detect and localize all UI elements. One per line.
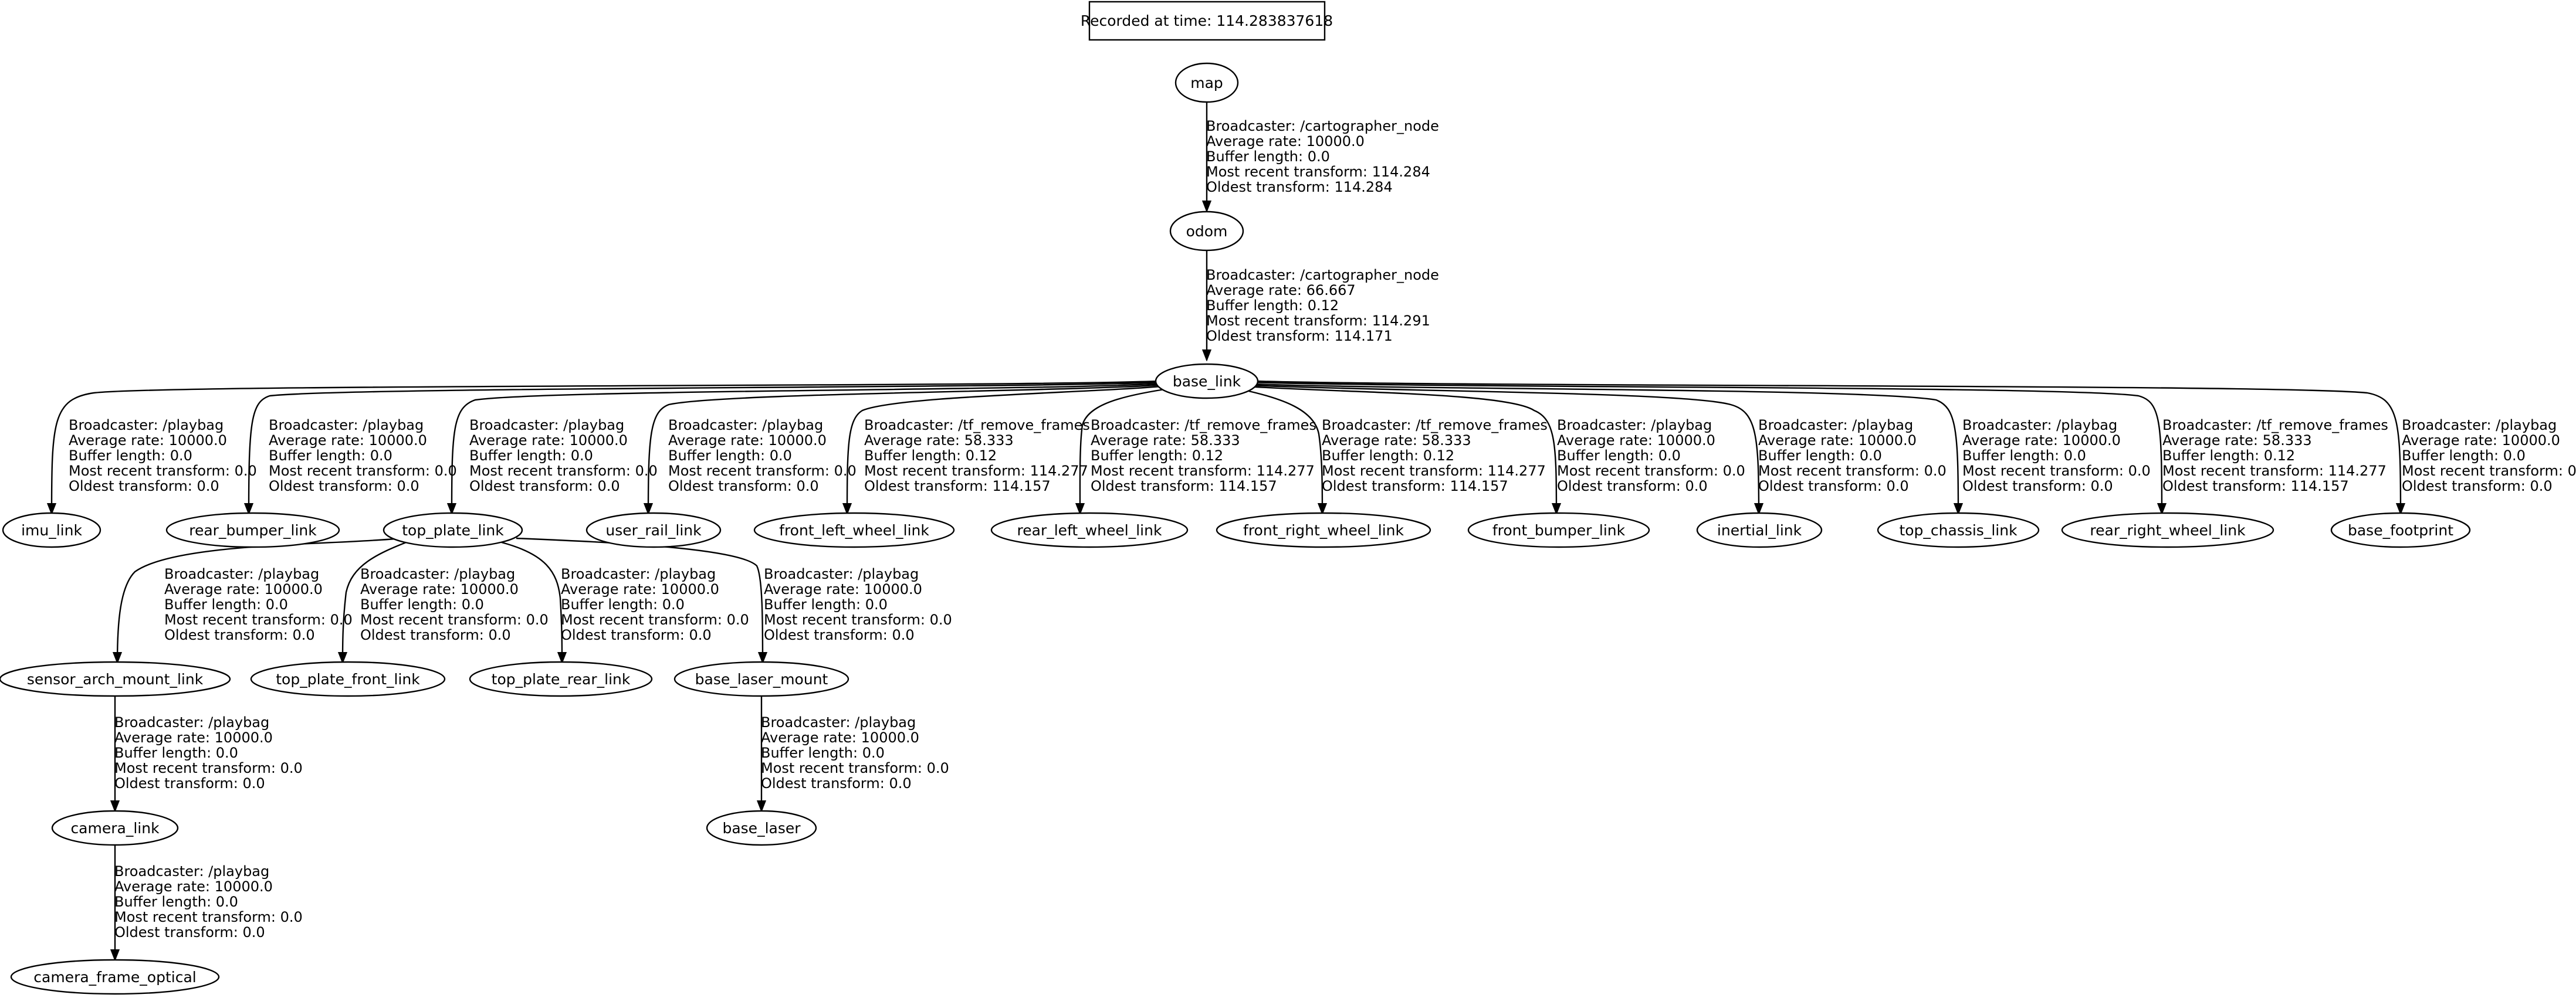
node-label: inertial_link — [1717, 522, 1802, 539]
node-label: map — [1190, 74, 1223, 91]
edge-labels: Broadcaster: /cartographer_node Average … — [69, 118, 2576, 941]
edge-label: Broadcaster: /tf_remove_frames Average r… — [1322, 417, 1552, 494]
node-label: front_left_wheel_link — [779, 522, 929, 539]
node-base-link: base_link — [1155, 363, 1259, 399]
edge-base-link-front-right-wheel-link — [1240, 388, 1322, 514]
edge-label: Broadcaster: /playbag Average rate: 1000… — [469, 417, 662, 494]
edge-base-link-base-footprint — [1255, 380, 2401, 514]
edge-base-link-imu-link — [52, 380, 1159, 514]
node-label: camera_frame_optical — [33, 969, 196, 986]
node-label: sensor_arch_mount_link — [27, 671, 204, 688]
node-label: front_bumper_link — [1492, 522, 1626, 539]
node-sensor-arch-mount-link: sensor_arch_mount_link — [0, 661, 231, 697]
edge-top-plate-rear — [501, 541, 562, 663]
node-label: imu_link — [21, 522, 82, 539]
edge-base-link-rear-left-wheel-link — [1080, 387, 1173, 514]
recorded-time-label: Recorded at time: 114.283837618 — [1081, 12, 1333, 29]
node-front-bumper-link: front_bumper_link — [1467, 512, 1650, 548]
node-map: map — [1174, 62, 1239, 103]
node-rear-left-wheel-link: rear_left_wheel_link — [990, 512, 1189, 548]
node-label: odom — [1186, 223, 1228, 240]
node-inertial-link: inertial_link — [1696, 512, 1823, 548]
recorded-time-box: Recorded at time: 114.283837618 — [1081, 1, 1333, 41]
edge-label: Broadcaster: /playbag Average rate: 1000… — [360, 566, 553, 643]
node-label: user_rail_link — [605, 522, 702, 539]
node-top-plate-rear-link: top_plate_rear_link — [469, 661, 653, 697]
edge-base-link-rear-right-wheel-link — [1253, 381, 2162, 514]
edge-top-plate-front — [343, 539, 411, 663]
node-user-rail-link: user_rail_link — [585, 512, 722, 548]
node-top-chassis-link: top_chassis_link — [1877, 512, 2040, 548]
edge-base-link-top-chassis-link — [1251, 383, 1958, 514]
node-label: base_link — [1173, 373, 1241, 390]
edge-label: Broadcaster: /tf_remove_frames Average r… — [2162, 417, 2393, 494]
node-label: base_laser_mount — [695, 671, 828, 688]
edge-label: Broadcaster: /playbag Average rate: 1000… — [269, 417, 461, 494]
node-rear-right-wheel-link: rear_right_wheel_link — [2061, 512, 2274, 548]
node-front-right-wheel-link: front_right_wheel_link — [1216, 512, 1431, 548]
node-top-plate-front-link: top_plate_front_link — [250, 661, 446, 697]
edge-label: Broadcaster: /playbag Average rate: 1000… — [164, 566, 357, 643]
node-label: rear_left_wheel_link — [1017, 522, 1162, 539]
edges — [52, 102, 2401, 960]
edge-base-link-top-plate-link — [452, 382, 1163, 514]
node-label: base_laser — [722, 820, 801, 837]
edge-base-link-front-bumper-link — [1246, 385, 1556, 514]
edge-label: Broadcaster: /playbag Average rate: 1000… — [2402, 417, 2576, 494]
edge-base-link-rear-bumper-link — [249, 381, 1161, 514]
edge-label: Broadcaster: /cartographer_node Average … — [1206, 118, 1444, 195]
edge-base-link-user-rail-link — [648, 383, 1166, 514]
node-label: base_footprint — [2348, 522, 2453, 539]
node-label: front_right_wheel_link — [1243, 522, 1404, 539]
node-label: top_chassis_link — [1899, 522, 2018, 539]
edge-label: Broadcaster: /playbag Average rate: 1000… — [668, 417, 861, 494]
edge-base-link-front-left-wheel-link — [847, 385, 1168, 514]
edge-label: Broadcaster: /playbag Average rate: 1000… — [1557, 417, 1749, 494]
edge-label: Broadcaster: /playbag Average rate: 1000… — [1962, 417, 2155, 494]
node-top-plate-link: top_plate_link — [382, 512, 523, 548]
edge-label: Broadcaster: /tf_remove_frames Average r… — [1091, 417, 1321, 494]
node-odom: odom — [1169, 211, 1244, 252]
node-label: rear_right_wheel_link — [2090, 522, 2246, 539]
edge-label: Broadcaster: /playbag Average rate: 1000… — [114, 714, 307, 792]
node-base-laser-mount: base_laser_mount — [673, 661, 849, 697]
edge-label: Broadcaster: /playbag Average rate: 1000… — [69, 417, 261, 494]
node-imu-link: imu_link — [2, 512, 101, 548]
node-front-left-wheel-link: front_left_wheel_link — [753, 512, 955, 548]
node-label: top_plate_front_link — [276, 671, 420, 688]
edge-label: Broadcaster: /playbag Average rate: 1000… — [764, 566, 956, 643]
node-base-footprint: base_footprint — [2330, 512, 2471, 548]
edge-top-plate-sensor-arch — [117, 537, 402, 663]
edge-label: Broadcaster: /tf_remove_frames Average r… — [864, 417, 1095, 494]
node-label: rear_bumper_link — [189, 522, 317, 539]
node-base-laser: base_laser — [706, 810, 817, 846]
node-label: top_plate_link — [402, 522, 504, 539]
nodes: map odom base_link imu_link rear_bumper_… — [0, 62, 2471, 995]
edge-label: Broadcaster: /cartographer_node Average … — [1206, 267, 1444, 344]
node-label: camera_link — [70, 820, 160, 837]
edge-label: Broadcaster: /playbag Average rate: 1000… — [1758, 417, 1951, 494]
edge-label: Broadcaster: /playbag Average rate: 1000… — [561, 566, 753, 643]
node-camera-link: camera_link — [51, 810, 179, 846]
edge-label: Broadcaster: /playbag Average rate: 1000… — [114, 863, 307, 941]
node-label: top_plate_rear_link — [492, 671, 631, 688]
node-rear-bumper-link: rear_bumper_link — [165, 512, 340, 548]
edge-label: Broadcaster: /playbag Average rate: 1000… — [761, 714, 953, 792]
edge-base-link-inertial-link — [1249, 384, 1759, 514]
node-camera-frame-optical: camera_frame_optical — [10, 959, 220, 995]
edge-top-plate-base-laser-mount — [516, 537, 763, 663]
